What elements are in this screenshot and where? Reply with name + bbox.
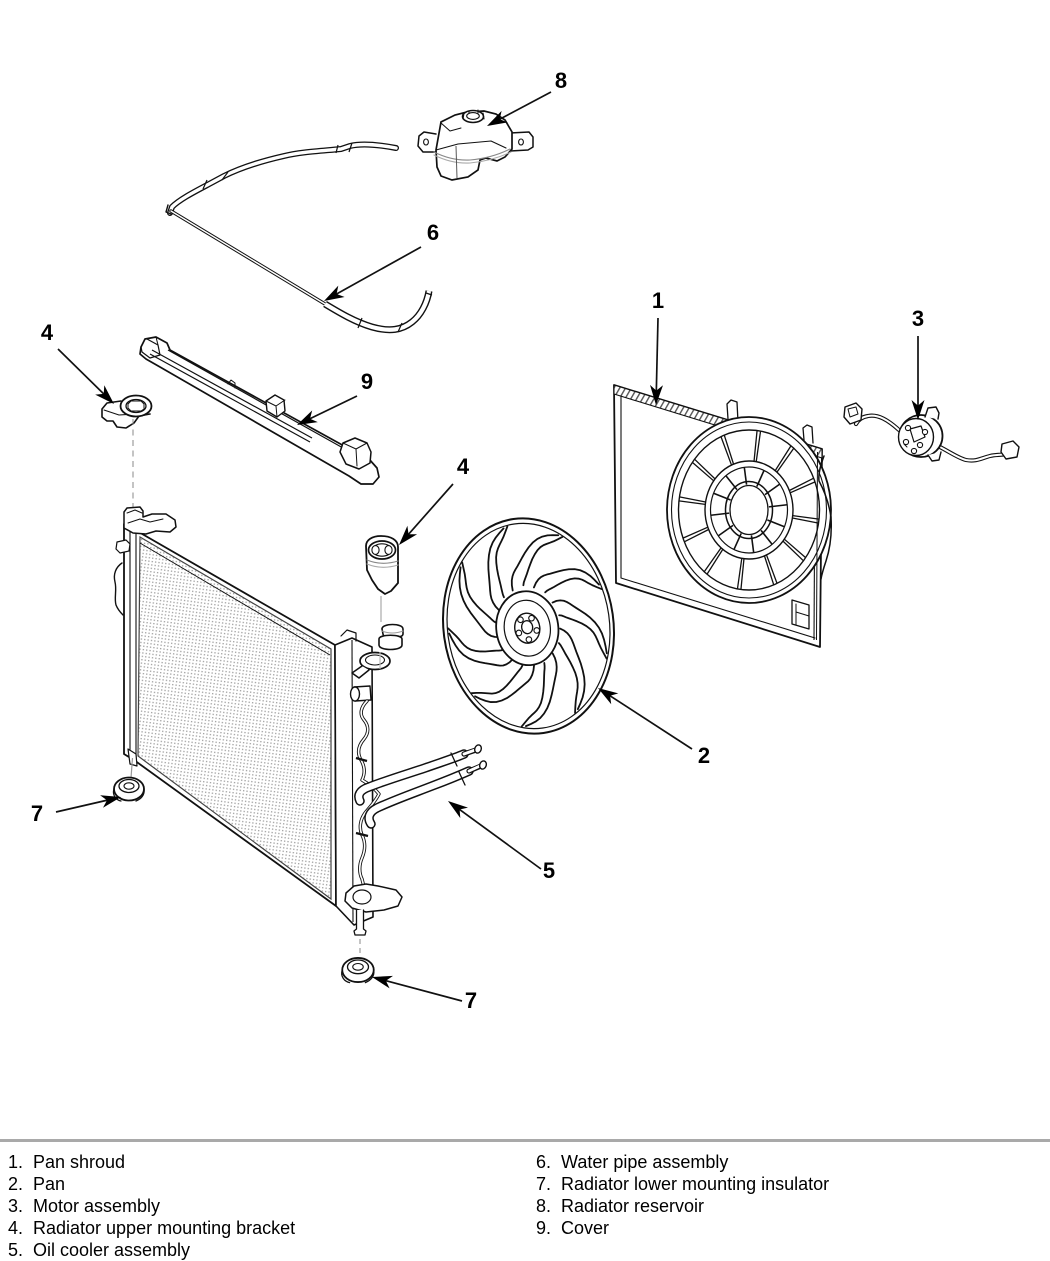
svg-text:9: 9 (361, 369, 373, 394)
svg-text:3: 3 (912, 306, 924, 331)
svg-text:7: 7 (465, 988, 477, 1013)
svg-text:6: 6 (427, 220, 439, 245)
svg-text:4: 4 (41, 320, 54, 345)
svg-text:5: 5 (543, 858, 555, 883)
svg-text:8: 8 (555, 68, 567, 93)
svg-text:2: 2 (698, 743, 710, 768)
svg-text:1: 1 (652, 288, 664, 313)
svg-text:4: 4 (457, 454, 470, 479)
svg-text:7: 7 (31, 801, 43, 826)
